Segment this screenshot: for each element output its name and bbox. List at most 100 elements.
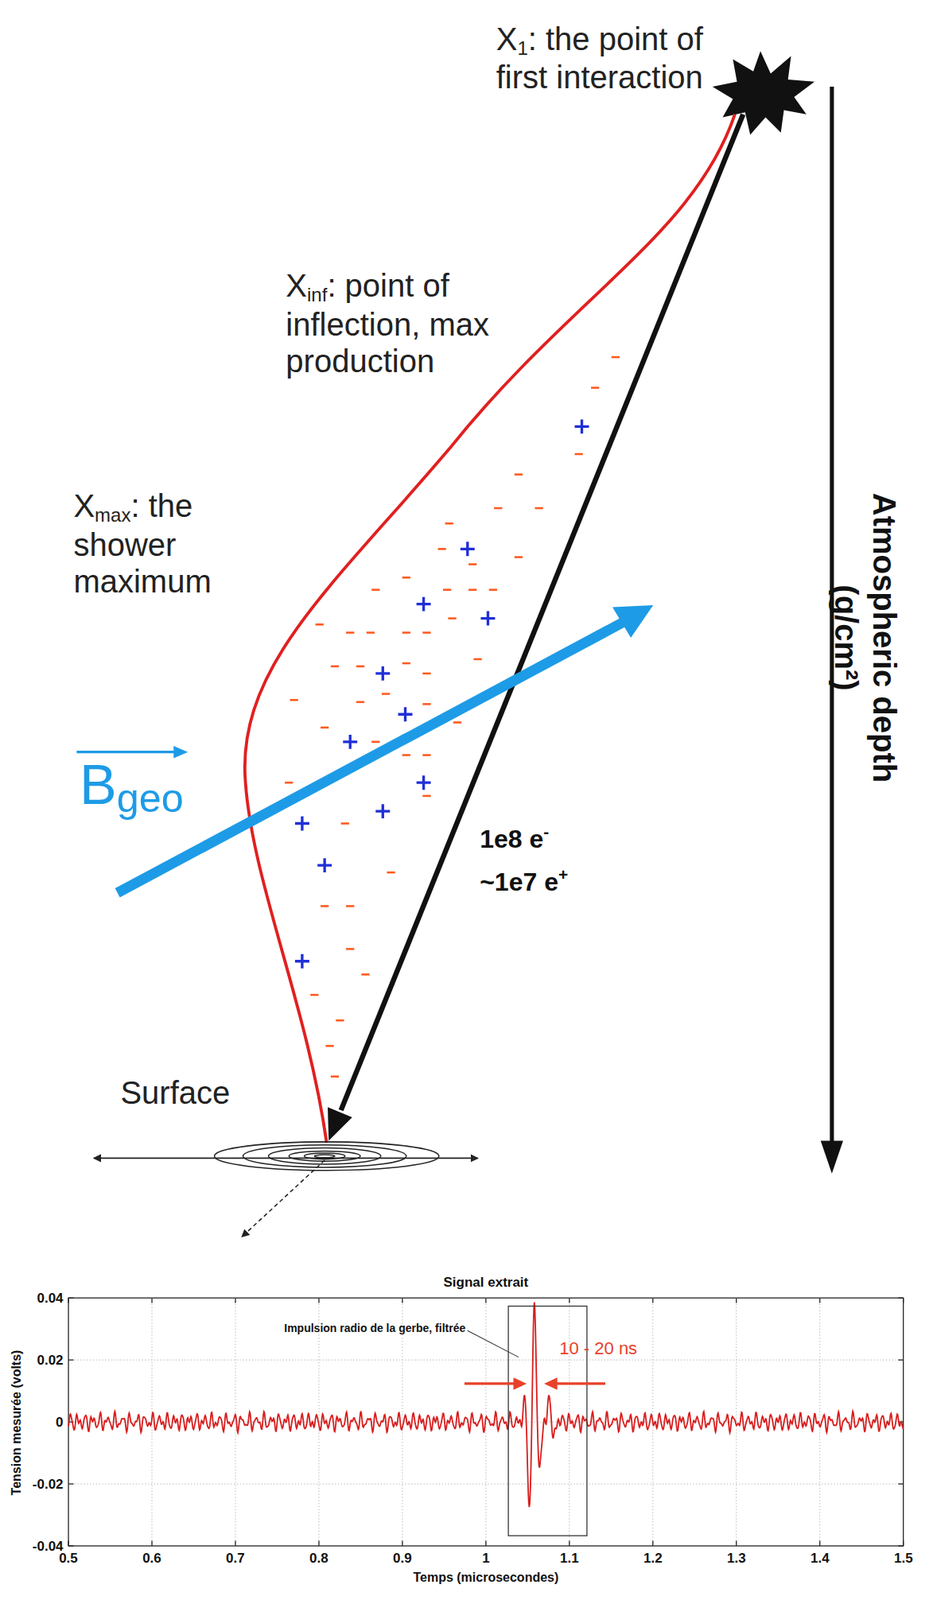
positron-mark (295, 954, 310, 969)
point-label: Xmax: the shower maximum (73, 487, 257, 600)
tick (68, 1545, 74, 1547)
tick-text: -0.02 (32, 1477, 64, 1493)
tick (234, 1298, 236, 1303)
electron-mark (402, 662, 411, 665)
tick (819, 1298, 821, 1303)
tick (318, 1298, 319, 1303)
count-text: ~1e7 e (479, 867, 559, 897)
tick-label: 1.5 (894, 1551, 914, 1566)
chart-title-text: Signal extrait (443, 1275, 529, 1291)
tick-label: 0.02 (36, 1353, 63, 1368)
tick-text: 0.02 (36, 1352, 63, 1369)
axis-title: Atmospheric depth(g/cm²) (827, 493, 904, 783)
field-label: Bgeo (79, 757, 184, 819)
electron-mark (611, 356, 620, 359)
electron-mark (489, 588, 498, 591)
electron-mark (453, 721, 462, 724)
bgeo-field-arrow (117, 621, 626, 893)
tick-text: 0.6 (142, 1551, 162, 1567)
electron-mark (438, 548, 447, 551)
annotation-label: Impulsion radio de la gerbe, filtrée (283, 1322, 466, 1334)
tick-text: 1.4 (810, 1551, 830, 1567)
tick (819, 1541, 821, 1547)
point-label: X1: the point of first interaction (496, 20, 712, 97)
tick (68, 1298, 74, 1299)
electron-mark (381, 692, 390, 696)
charge-sign: - (543, 822, 549, 841)
electron-mark (473, 658, 482, 661)
electron-mark (422, 703, 431, 706)
axis-label-text: Tension mesurée (volts) (9, 1350, 24, 1497)
electron-mark (422, 795, 431, 798)
tick (68, 1483, 74, 1485)
duration-label: 10 - 20 ns (559, 1340, 638, 1358)
electron-mark (386, 871, 395, 875)
tick-text: 0 (55, 1415, 63, 1431)
positron-mark (460, 541, 475, 556)
electron-mark (320, 905, 329, 908)
positron-mark (375, 804, 390, 819)
tick (568, 1541, 570, 1547)
positron-mark (398, 707, 413, 722)
tick-text: 0.04 (36, 1290, 63, 1307)
tick-label: -0.02 (32, 1477, 64, 1492)
tick-text: 1 (482, 1551, 490, 1567)
electron-mark (443, 588, 451, 591)
charge-sign: + (558, 865, 568, 884)
positron-mark (317, 858, 332, 873)
count-text: 1e8 e (479, 824, 544, 854)
tick (234, 1541, 236, 1547)
bgeo-small-head (173, 746, 188, 759)
axis-label: Temps (microsecondes) (412, 1571, 559, 1585)
tick (568, 1298, 570, 1303)
depth-arrowhead (820, 1141, 844, 1175)
field-symbol: B (79, 754, 117, 817)
grid-line (68, 1360, 904, 1361)
tick (401, 1298, 403, 1303)
electron-mark (330, 1075, 339, 1078)
electron-mark (422, 631, 431, 634)
tick-text: 1.2 (643, 1551, 663, 1567)
electron-mark (447, 617, 456, 620)
tick-label: 0.7 (225, 1551, 245, 1566)
electron-mark (371, 588, 380, 591)
axis-label-text: Temps (microsecondes) (412, 1570, 559, 1585)
tick-text: -0.04 (32, 1539, 64, 1555)
electron-mark (341, 822, 350, 825)
point-symbol: X (73, 488, 95, 524)
point-symbol: X (285, 268, 308, 304)
tick (898, 1483, 903, 1485)
tick (67, 1541, 69, 1547)
tick-label: 0.8 (309, 1551, 329, 1566)
electron-mark (325, 1045, 334, 1048)
bgeo-small-arrow (76, 750, 175, 754)
tick (67, 1298, 69, 1303)
electron-mark (345, 905, 354, 908)
electron-mark (422, 672, 431, 676)
ground-footprint (93, 1142, 478, 1237)
electron-mark (345, 631, 354, 634)
signal-chart (68, 1298, 904, 1547)
electron-mark (514, 555, 523, 559)
grid-line (234, 1298, 236, 1547)
electron-mark (468, 588, 477, 591)
surface-text: Surface (120, 1075, 230, 1111)
field-subscript: geo (116, 775, 184, 821)
positron-mark (416, 775, 432, 790)
tick (652, 1541, 654, 1547)
electron-mark (493, 507, 502, 510)
tick-label: 0.6 (142, 1551, 162, 1566)
axis-label: Tension mesurée (volts) (10, 1350, 24, 1497)
tick-label: 0.9 (392, 1551, 413, 1566)
tick-text: 1.1 (559, 1551, 580, 1567)
tick (485, 1541, 486, 1547)
positron-mark (295, 816, 310, 832)
electron-mark (445, 522, 454, 525)
electron-mark (422, 754, 431, 757)
tick (898, 1359, 903, 1361)
tick (735, 1541, 737, 1547)
count-label: ~1e7 e+ (479, 865, 568, 897)
axis-unit: (g/cm²) (827, 493, 866, 783)
tick (401, 1541, 403, 1547)
tick-text: 0.7 (225, 1551, 245, 1567)
